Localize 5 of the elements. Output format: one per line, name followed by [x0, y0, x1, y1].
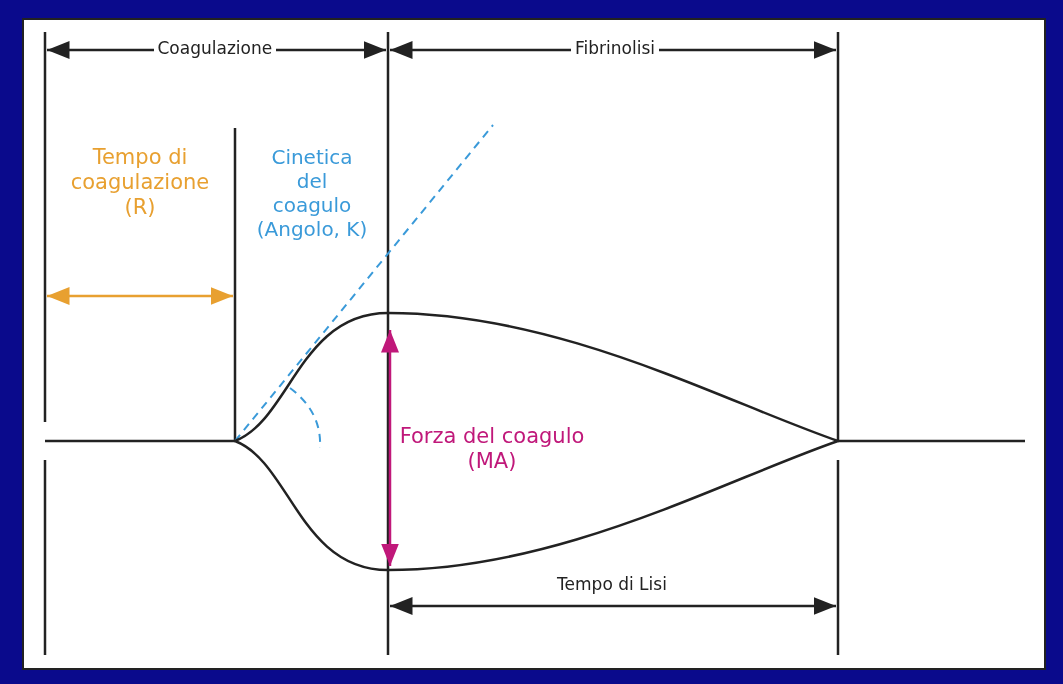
phase-label: Coagulazione	[153, 38, 277, 59]
dimension-label: Tempo di Lisi	[556, 574, 668, 595]
parameter-label: Forza del coagulo (MA)	[398, 424, 586, 475]
parameter-label: Tempo di coagulazione (R)	[69, 145, 211, 221]
parameter-label: Cinetica del coagulo (Angolo, K)	[256, 145, 368, 241]
